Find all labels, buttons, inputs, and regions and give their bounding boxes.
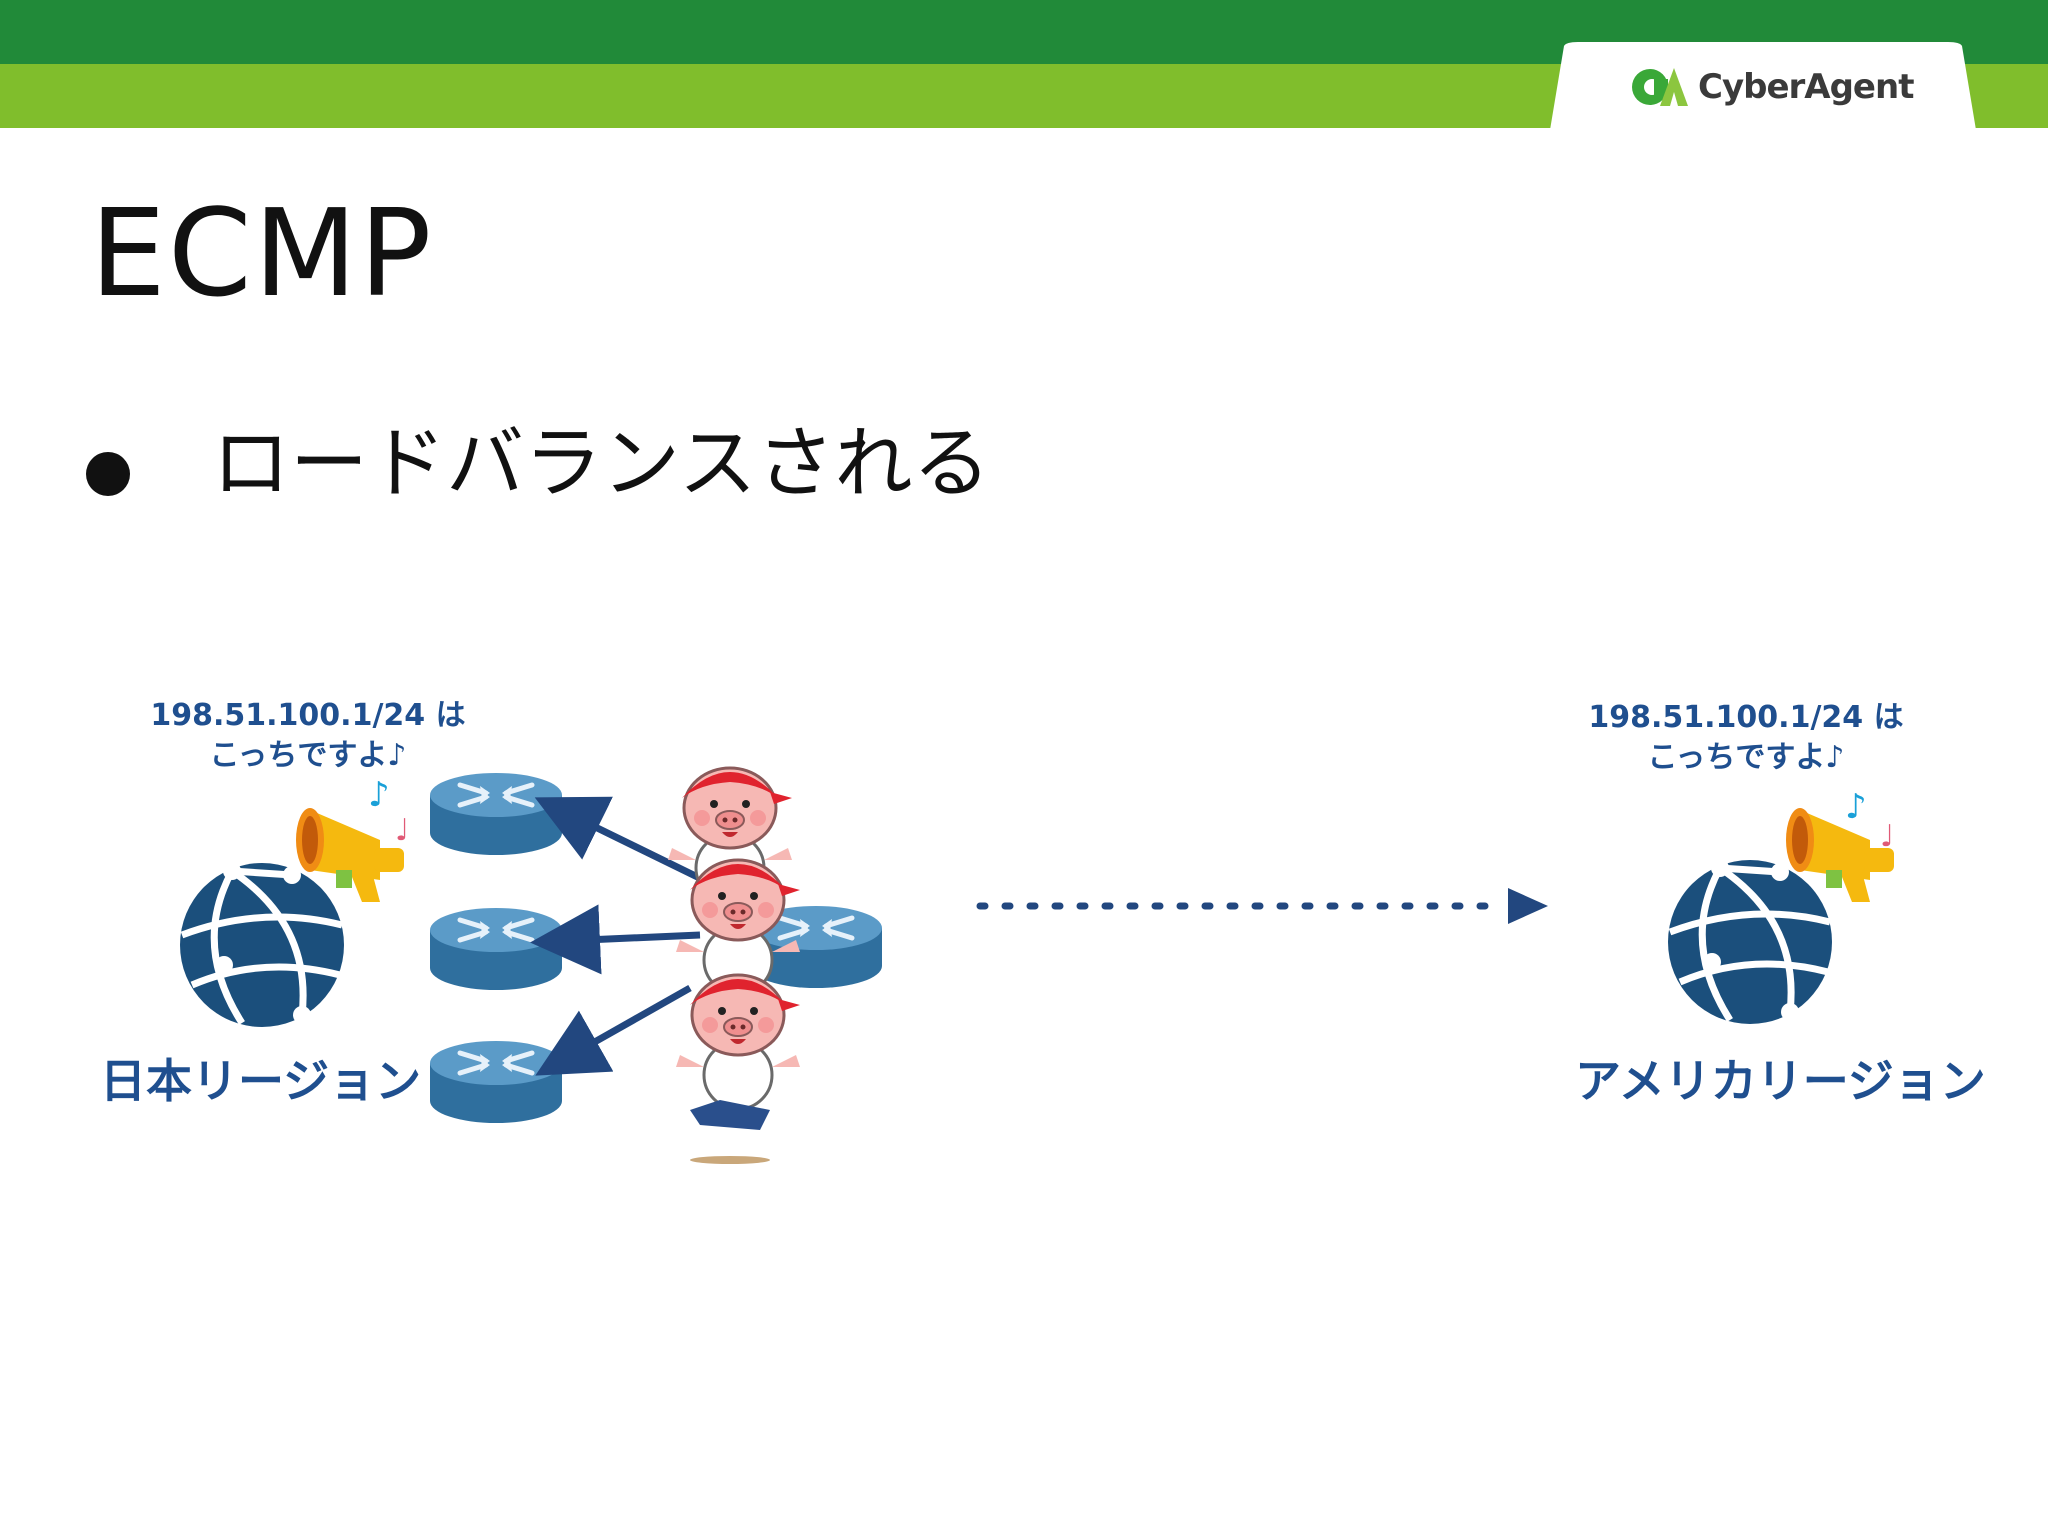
music-note-icon: ♪ [1845,787,1867,827]
logo-wordmark: CyberAgent [1698,67,1914,107]
bullet-point-icon [86,452,130,496]
announcement-line: 198.51.100.1/24 は [1588,700,1904,735]
left-announcement: 198.51.100.1/24 は こっちですよ♪ [138,696,478,776]
globe-network-icon [180,862,344,1027]
region-label-japan: 日本リージョン [100,1054,422,1108]
announcement-line: こっちですよ♪ [1647,740,1845,775]
slide-title: ECMP [90,185,434,324]
ground-shadow [690,1156,770,1164]
pig-runner-icon [674,973,802,1111]
announcement-line: 198.51.100.1/24 は [150,698,466,733]
music-note-icon: ♩ [395,813,409,848]
music-note-icon: ♩ [1880,819,1894,854]
router-icon [430,1041,562,1123]
region-label-america: アメリカリージョン [1575,1054,1986,1108]
pig-shorts [690,1100,770,1130]
router-icon [430,773,562,855]
company-logo: CyberAgent [1630,66,1914,108]
ca-logo-icon [1632,68,1688,106]
arrowhead-icon [1508,888,1548,924]
announcement-line: こっちですよ♪ [209,738,407,773]
router-icon [430,908,562,990]
right-announcement: 198.51.100.1/24 は こっちですよ♪ [1576,698,1916,778]
globe-network-icon [1668,859,1832,1024]
logo-tab [1548,42,1978,142]
music-note-icon: ♪ [368,775,390,815]
bullet-text: ロードバランスされる [212,419,991,509]
